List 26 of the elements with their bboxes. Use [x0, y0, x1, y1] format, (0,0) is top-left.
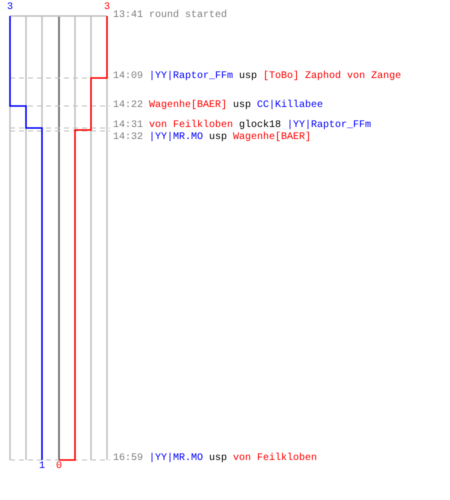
event-text: glock18: [239, 121, 282, 131]
event-text: von Feilkloben: [149, 121, 234, 131]
event-time: 16:59: [113, 454, 144, 464]
event-time: 14:32: [113, 133, 144, 143]
event-text: Wagenhe[BAER]: [233, 133, 312, 143]
event-time: 14:22: [113, 101, 144, 111]
event-text: usp: [239, 72, 258, 82]
event-time: 13:41: [113, 11, 144, 21]
event-text: Wagenhe[BAER]: [149, 101, 228, 111]
player-count: 3: [104, 3, 110, 13]
event-text: round started: [149, 11, 228, 21]
event-text: usp: [209, 454, 228, 464]
event-text: |YY|MR.MO: [149, 133, 204, 143]
player-count: 1: [39, 462, 45, 472]
event-text: |YY|Raptor_FFm: [149, 72, 234, 82]
event-text: usp: [233, 101, 252, 111]
event-text: von Feilkloben: [233, 454, 318, 464]
event-text: |YY|Raptor_FFm: [287, 121, 372, 131]
event-text: CC|Killabee: [257, 101, 324, 111]
event-time: 14:09: [113, 72, 144, 82]
event-text: [ToBo] Zaphod von Zange: [263, 72, 402, 82]
event-text: |YY|MR.MO: [149, 454, 204, 464]
player-count: 0: [56, 462, 62, 472]
event-time: 14:31: [113, 121, 144, 131]
event-text: usp: [209, 133, 228, 143]
player-count: 3: [7, 3, 13, 13]
